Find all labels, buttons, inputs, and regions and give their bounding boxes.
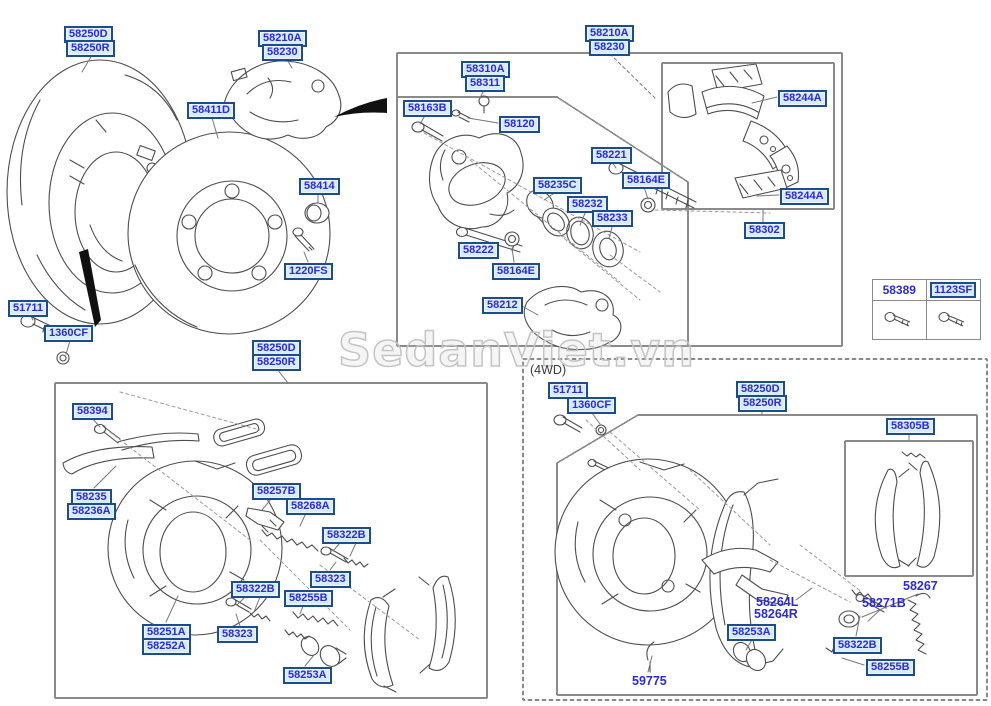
caliper-panel-line — [396, 96, 689, 347]
caliper-exploded-drawing — [411, 95, 771, 351]
part-label[interactable]: 58221 — [591, 147, 632, 164]
caliper-assembled-drawing — [223, 60, 342, 140]
parking-brake-drawing — [62, 391, 456, 693]
fastener-table-cell-bolt-2 — [927, 301, 981, 339]
part-label[interactable]: 58250R — [738, 395, 787, 412]
part-label[interactable]: 1220FS — [284, 263, 333, 280]
part-label[interactable]: 58230 — [589, 39, 630, 56]
part-label[interactable]: 58323 — [217, 626, 258, 643]
part-label[interactable]: 58163B — [403, 100, 452, 117]
part-label[interactable]: 58120 — [499, 116, 540, 133]
part-label[interactable]: 58236A — [67, 503, 116, 520]
part-label[interactable]: 58244A — [778, 90, 827, 107]
part-label[interactable]: 58311 — [465, 75, 505, 92]
part-label[interactable]: 58164E — [492, 263, 540, 280]
part-label[interactable]: 58235 — [71, 489, 112, 506]
rotor-drawing — [127, 131, 331, 335]
part-label[interactable]: 58253A — [727, 624, 776, 641]
fastener-table: 58389 1123SF — [872, 279, 981, 340]
part-label[interactable]: 58250D — [736, 381, 785, 398]
part-label[interactable]: 58322B — [322, 527, 371, 544]
part-label[interactable]: 58323 — [310, 571, 351, 588]
section-boxes — [54, 52, 988, 701]
part-label[interactable]: 58244A — [780, 188, 829, 205]
shoe-kit-box — [844, 440, 974, 577]
part-label[interactable]: 58322B — [231, 581, 280, 598]
part-label[interactable]: 58264L — [756, 595, 799, 609]
part-label[interactable]: 58411D — [187, 102, 235, 119]
part-label[interactable]: 58222 — [458, 242, 499, 259]
left-fasteners-drawing — [20, 202, 330, 365]
part-label[interactable]: 58268A — [286, 498, 335, 515]
4wd-dashed-box — [522, 358, 988, 701]
part-label[interactable]: 58267 — [903, 579, 938, 593]
part-label[interactable]: 58164E — [622, 172, 670, 189]
part-label[interactable]: 58322B — [833, 637, 882, 654]
part-label[interactable]: 58271B — [862, 596, 906, 610]
part-label[interactable]: 59775 — [632, 674, 667, 688]
part-label[interactable]: 58250R — [252, 354, 301, 371]
arrow-wedge-right — [334, 98, 387, 117]
part-label[interactable]: 1360CF — [567, 397, 617, 414]
part-label[interactable]: 58233 — [592, 210, 633, 227]
part-label[interactable]: 58232 — [567, 196, 608, 213]
bolt-icon — [884, 312, 911, 327]
pad-kit-box — [661, 62, 835, 210]
part-label[interactable]: 58414 — [299, 178, 340, 195]
fastener-table-cell-bolt-1 — [873, 301, 927, 339]
part-label[interactable]: 58253A — [283, 667, 332, 684]
part-label[interactable]: 58230 — [262, 44, 303, 61]
fastener-table-header-2[interactable]: 1123SF — [926, 280, 980, 301]
part-label[interactable]: 58210A — [585, 25, 634, 42]
part-label[interactable]: 58212 — [482, 297, 523, 314]
part-label[interactable]: 58255B — [284, 590, 333, 607]
part-label[interactable]: 58252A — [142, 638, 191, 655]
part-label[interactable]: 58255B — [866, 659, 915, 676]
part-label[interactable]: 58250R — [66, 40, 115, 57]
part-label[interactable]: 58305B — [886, 418, 935, 435]
group-caption: (4WD) — [530, 363, 567, 377]
part-label[interactable]: 1360CF — [44, 325, 94, 342]
part-label[interactable]: 58264R — [754, 607, 798, 621]
part-label[interactable]: 58302 — [744, 222, 785, 239]
4wd-assembly-drawing — [553, 414, 941, 673]
part-label[interactable]: 1123SF — [930, 282, 977, 298]
4wd-inner-box — [556, 414, 978, 696]
part-label[interactable]: 51711 — [8, 300, 48, 317]
pad-kit-drawing — [667, 63, 800, 199]
part-label[interactable]: 58394 — [72, 403, 113, 420]
parking-brake-box — [54, 382, 488, 699]
part-label[interactable]: 58257B — [252, 483, 301, 500]
part-label[interactable]: 58235C — [533, 177, 582, 194]
bolt-icon — [938, 312, 965, 327]
arrow-wedge-left — [79, 249, 101, 327]
leader-lines — [29, 53, 919, 673]
fastener-table-header-1[interactable]: 58389 — [873, 280, 927, 301]
part-label[interactable]: 58389 — [882, 283, 916, 297]
